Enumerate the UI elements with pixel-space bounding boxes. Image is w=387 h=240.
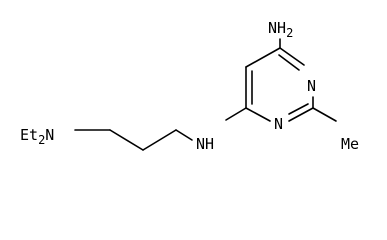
atom-label-ring-n-upper: N <box>307 77 316 95</box>
atom-labels: NH2 N N Me NH Et2N <box>20 19 359 153</box>
bond-n1-c2-inner <box>288 103 309 115</box>
bond-c6-n1 <box>245 107 271 122</box>
atom-label-diethylamino: Et2N <box>20 126 54 147</box>
bond-n3-c4-inner <box>278 54 300 71</box>
atom-label-methyl: Me <box>341 135 359 153</box>
bond-ch2-ch2 <box>142 129 177 151</box>
bond-c2-methyl <box>312 107 337 122</box>
bond-nh-ch2 <box>175 129 193 141</box>
bonds <box>74 38 337 151</box>
bond-n1-c2 <box>288 107 314 122</box>
atom-label-amine: NH2 <box>268 19 293 40</box>
bond-ch2-n <box>109 129 144 151</box>
bond-c6-nh <box>225 107 247 121</box>
atom-label-ring-n-lower: N <box>274 115 283 133</box>
atom-label-nh-linker: NH <box>196 135 214 153</box>
chemical-structure: NH2 N N Me NH Et2N <box>20 19 359 153</box>
bond-c4-c5 <box>245 47 281 68</box>
bond-n3-c4 <box>279 47 305 66</box>
